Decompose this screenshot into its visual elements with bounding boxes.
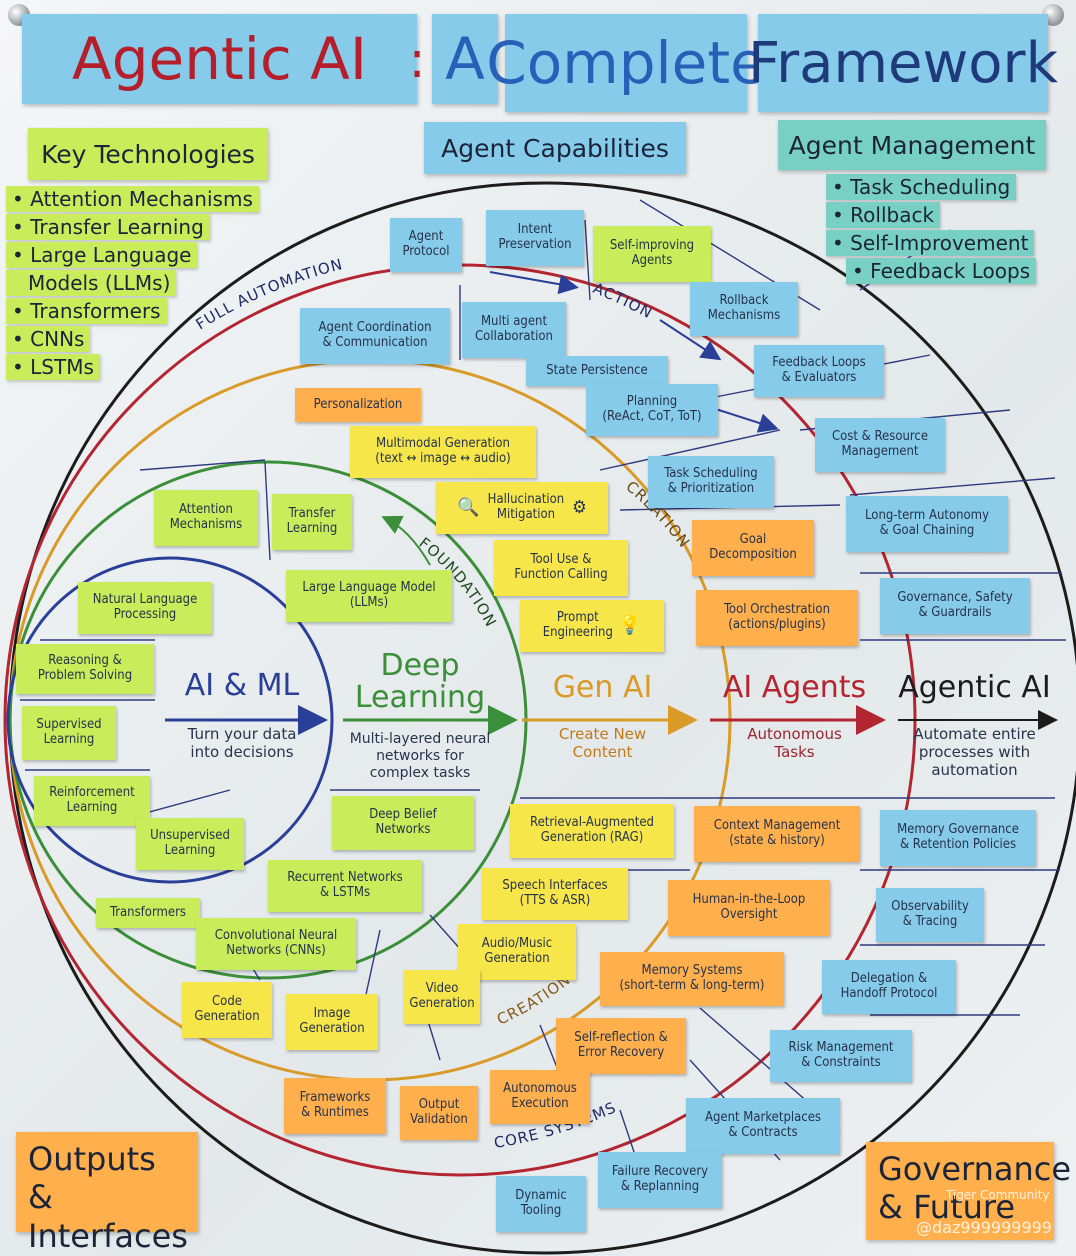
list-item: Models (LLMs) — [6, 270, 177, 296]
agents-desc: Autonomous Tasks — [747, 725, 842, 761]
title-a: A — [432, 14, 498, 104]
note-context-management: Context Management (state & history) — [694, 806, 860, 862]
note-self-reflection: Self-reflection & Error Recovery — [556, 1018, 686, 1074]
list-item: • Task Scheduling — [826, 174, 1017, 200]
agentic-desc: Automate entire processes with automatio… — [913, 725, 1036, 779]
note-observability: Observability & Tracing — [876, 888, 984, 942]
dl-desc: Multi-layered neural networks for comple… — [349, 731, 491, 781]
note-unsupervised: Unsupervised Learning — [136, 818, 244, 870]
note-prompt-engineering: Prompt Engineering 💡 — [520, 600, 664, 652]
aiml-desc: Turn your data into decisions — [187, 725, 297, 761]
list-item: • LSTMs — [6, 354, 100, 380]
note-long-term-autonomy: Long-term Autonomy & Goal Chaining — [846, 496, 1008, 552]
center-deep-learning: Deep Learning Multi-layered neural netwo… — [335, 650, 505, 781]
note-output-validation: Output Validation — [400, 1086, 478, 1140]
dl-title: Deep Learning — [354, 648, 486, 715]
note-cost-resource: Cost & Resource Management — [815, 418, 945, 472]
list-item: • Large Language — [6, 242, 198, 268]
key-technologies-list: • Attention Mechanisms • Transfer Learni… — [6, 186, 276, 382]
title-agentic-ai: Agentic AI — [22, 14, 417, 104]
note-frameworks: Frameworks & Runtimes — [284, 1078, 386, 1134]
lightbulb-icon: 💡 — [618, 614, 642, 636]
watermark-community: Tiger Community — [946, 1188, 1050, 1202]
note-agent-marketplaces: Agent Marketplaces & Contracts — [686, 1098, 840, 1154]
list-item: • Rollback — [826, 202, 941, 228]
note-risk-management: Risk Management & Constraints — [770, 1030, 912, 1082]
note-code-generation: Code Generation — [182, 982, 272, 1038]
hallucination-label: Hallucination Mitigation — [487, 492, 565, 522]
note-memory-systems: Memory Systems (short-term & long-term) — [600, 952, 784, 1006]
note-transfer-learning: Transfer Learning — [272, 494, 352, 550]
note-multi-agent: Multi agent Collaboration — [462, 302, 566, 358]
note-outputs-interfaces: Outputs & Interfaces — [16, 1132, 198, 1255]
header-key-technologies: Key Technologies — [28, 128, 268, 180]
label-action: ACTION — [591, 279, 656, 322]
note-image-generation: Image Generation — [286, 994, 378, 1050]
aiml-title: AI & ML — [184, 668, 300, 703]
note-tool-orchestration: Tool Orchestration (actions/plugins) — [696, 590, 858, 646]
genai-title: Gen AI — [552, 670, 653, 705]
note-task-scheduling: Task Scheduling & Prioritization — [648, 456, 774, 508]
note-tool-use: Tool Use & Function Calling — [494, 540, 628, 596]
note-dynamic-tooling: Dynamic Tooling — [496, 1176, 586, 1232]
note-feedback-loops: Feedback Loops & Evaluators — [754, 345, 884, 397]
note-attention-mechanisms: Attention Mechanisms — [154, 490, 258, 546]
note-intent-preservation: Intent Preservation — [486, 210, 584, 266]
note-memory-governance: Memory Governance & Retention Policies — [880, 810, 1036, 866]
header-agent-capabilities: Agent Capabilities — [424, 122, 686, 174]
note-rnn-lstm: Recurrent Networks & LSTMs — [268, 860, 422, 912]
note-failure-recovery: Failure Recovery & Replanning — [598, 1152, 722, 1208]
note-llm: Large Language Model (LLMs) — [286, 570, 452, 622]
note-agent-protocol: Agent Protocol — [390, 218, 462, 272]
note-hitl: Human-in-the-Loop Oversight — [668, 880, 830, 936]
note-deep-belief: Deep Belief Networks — [332, 796, 474, 850]
note-rollback-mechanisms: Rollback Mechanisms — [690, 282, 798, 336]
note-cnn: Convolutional Neural Networks (CNNs) — [196, 918, 356, 970]
prompt-label: Prompt Engineering — [542, 610, 613, 640]
ring-aiml — [6, 556, 334, 884]
note-rag: Retrieval-Augmented Generation (RAG) — [510, 804, 674, 858]
note-planning: Planning (ReAct, CoT, ToT) — [586, 384, 718, 436]
note-reasoning: Reasoning & Problem Solving — [16, 644, 154, 694]
note-hallucination: 🔍 Hallucination Mitigation ⚙ — [436, 482, 608, 534]
note-governance-future: Governance & Future — [866, 1142, 1071, 1240]
agents-title: AI Agents — [722, 670, 867, 705]
note-self-improving: Self-improving Agents — [593, 226, 711, 282]
center-agentic-ai: Agentic AI Automate entire processes wit… — [892, 670, 1057, 779]
list-item: • Transfer Learning — [6, 214, 210, 240]
note-nlp: Natural Language Processing — [78, 582, 212, 634]
magnifier-icon: 🔍 — [457, 496, 480, 518]
list-item: • Attention Mechanisms — [6, 186, 259, 212]
title-framework: Framework — [748, 14, 1058, 112]
genai-desc: Create New Content — [558, 725, 647, 761]
agent-management-list: • Task Scheduling • Rollback • Self-Impr… — [826, 174, 1056, 286]
center-aiml: AI & ML Turn your data into decisions — [162, 668, 322, 761]
title-colon: : — [408, 31, 426, 89]
note-delegation: Delegation & Handoff Protocol — [822, 960, 956, 1014]
list-item: • CNNs — [6, 326, 91, 352]
list-item: • Transformers — [6, 298, 167, 324]
note-transformers: Transformers — [96, 898, 200, 928]
list-item: • Feedback Loops — [846, 258, 1037, 284]
note-autonomous-execution: Autonomous Execution — [490, 1070, 590, 1124]
center-ai-agents: AI Agents Autonomous Tasks — [712, 670, 877, 761]
note-supervised: Supervised Learning — [22, 706, 116, 760]
watermark-handle: @daz999999999 — [916, 1218, 1052, 1237]
agentic-title: Agentic AI — [898, 670, 1051, 705]
note-agent-coordination: Agent Coordination & Communication — [300, 308, 450, 364]
note-speech: Speech Interfaces (TTS & ASR) — [482, 868, 628, 920]
gear-icon: ⚙ — [572, 496, 587, 518]
title-complete: Complete — [486, 14, 766, 112]
header-agent-management: Agent Management — [778, 120, 1046, 170]
note-state-persistence: State Persistence — [526, 356, 668, 386]
note-governance-safety: Governance, Safety & Guardrails — [880, 578, 1030, 634]
note-video-generation: Video Generation — [404, 970, 480, 1024]
note-reinforcement: Reinforcement Learning — [34, 776, 150, 826]
center-genai: Gen AI Create New Content — [525, 670, 680, 761]
note-personalization: Personalization — [295, 388, 421, 422]
note-multimodal: Multimodal Generation (text ↔ image ↔ au… — [350, 426, 536, 478]
list-item: • Self-Improvement — [826, 230, 1035, 256]
note-goal-decomposition: Goal Decomposition — [692, 520, 814, 576]
